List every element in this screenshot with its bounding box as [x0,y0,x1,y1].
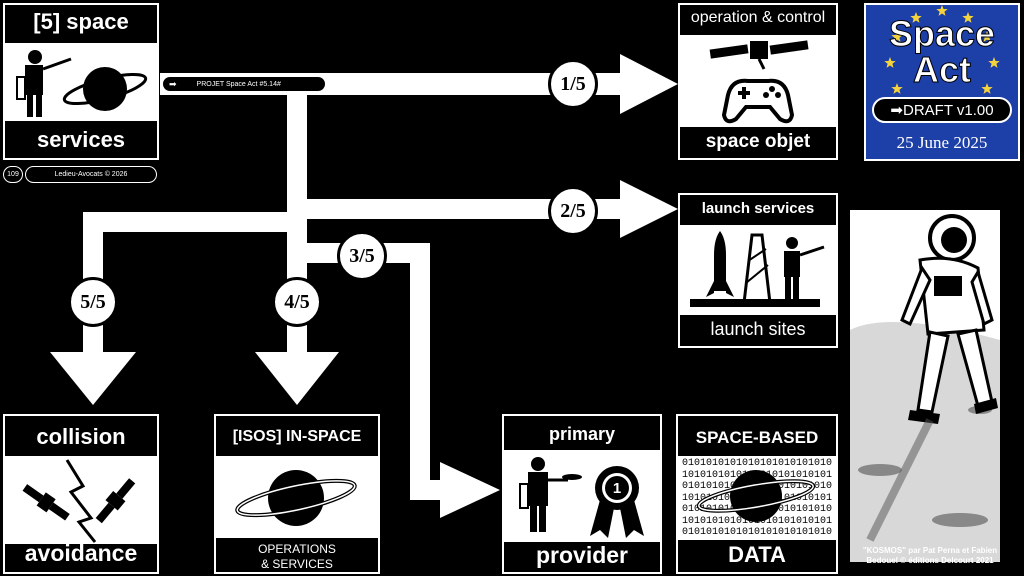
arrow-3-shaft [410,243,430,493]
satellite-gamepad-icon [709,40,809,124]
chapter-illustration [5,43,157,121]
primary-card-title: primary [548,424,616,444]
badge-title-line2: Act [912,49,971,90]
launch-card-title: launch services [701,200,815,217]
satellite-collision-icon [22,459,136,543]
data-card-title: SPACE-BASED [695,428,819,447]
arrow-4-head [255,352,339,405]
medal-number: 1 [612,479,622,497]
page-number: 109 [3,166,23,183]
credit-line1: "KOSMOS" par Pat Perna et Fabien [862,546,998,555]
isos-card: [ISOS] IN-SPACE OPERATIONS & SERVICES [214,414,380,574]
arrow-right-icon: ➡ [169,78,177,89]
operation-card-title: operation & control [690,9,826,26]
operation-control-card: operation & control space objet [678,3,838,160]
eu-star [891,31,903,42]
chapter-card: [5] space services [3,3,159,160]
eu-star [962,12,974,23]
operation-card-footer: space objet [705,131,811,152]
launch-illustration [680,225,836,315]
isos-card-footer: OPERATIONS & SERVICES [216,542,378,572]
rocket-tower-icon [690,231,825,307]
collision-illustration [5,456,157,544]
planet-icon [235,470,357,526]
arrow-2-head [620,180,678,238]
operation-illustration [680,35,836,127]
chapter-footer: services [36,127,126,152]
binary-row: 0101010101010101010101010 [682,458,833,469]
arrow-5-branch [83,212,307,232]
data-card-footer: DATA [728,542,786,567]
lecturer-planet-icon [16,50,148,117]
astronaut-icon [850,210,1000,562]
step-marker-2: 2/5 [548,186,598,236]
project-label: PROJET Space Act #5.14# [196,80,281,88]
primary-illustration: 1 [504,450,660,542]
draft-version: DRAFT v1.00 [902,101,994,119]
astronaut-illustration [850,210,1000,562]
data-illustration: 0101010101010101010101010 10101010101010… [678,456,836,540]
isos-illustration [216,456,378,538]
draft-pill: ➡ DRAFT v1.00 [872,97,1012,123]
step-marker-1: 1/5 [548,59,598,109]
eu-star [910,12,922,23]
badge-title-line1: Space [888,13,996,54]
illustration-credit: "KOSMOS" par Pat Perna et Fabien Bedouel… [850,546,1010,566]
collision-card-title: collision [36,424,126,449]
badge-date: 25 June 2025 [896,133,988,152]
primary-card-footer: provider [535,542,629,568]
waiter-medal-icon [519,457,644,538]
step-marker-5: 5/5 [68,277,118,327]
project-pill: ➡ PROJET Space Act #5.14# [162,76,326,92]
space-based-data-card: SPACE-BASED 0101010101010101010101010 10… [676,414,838,574]
isos-footer-line1: OPERATIONS [258,542,336,556]
eu-star [884,57,896,68]
arrow-right-icon: ➡ [890,102,903,119]
step-marker-4: 4/5 [272,277,322,327]
copyright: Ledieu-Avocats © 2026 [25,166,157,183]
trunk-shaft [287,90,307,218]
isos-footer-line2: & SERVICES [261,557,333,571]
eu-star [981,31,993,42]
arrow-5-head [50,352,136,405]
eu-star [891,83,903,94]
eu-star [981,83,993,94]
collision-avoidance-card: collision avoidance [3,414,159,574]
collision-card-footer: avoidance [24,540,138,566]
isos-card-title: [ISOS] IN-SPACE [232,428,362,445]
binary-row: 0101010101010101010101010 [682,527,833,538]
launch-card-footer: launch sites [710,319,806,339]
arrow-1-head [620,54,678,114]
credit-line2: Bedouel © éditions Delcourt 2021 [866,556,994,565]
planet-icon [696,470,816,522]
arrow-2-shaft [287,199,630,219]
chapter-title: [5] space [33,9,129,34]
launch-services-card: launch services launch sites [678,193,838,348]
eu-star [988,57,1000,68]
step-marker-3: 3/5 [337,231,387,281]
eu-star [936,5,948,16]
space-act-badge: Space Act ➡ DRAFT v1.00 25 June 2025 [864,3,1020,161]
arrow-3-head [440,462,500,518]
primary-provider-card: primary 1 provider [502,414,662,574]
